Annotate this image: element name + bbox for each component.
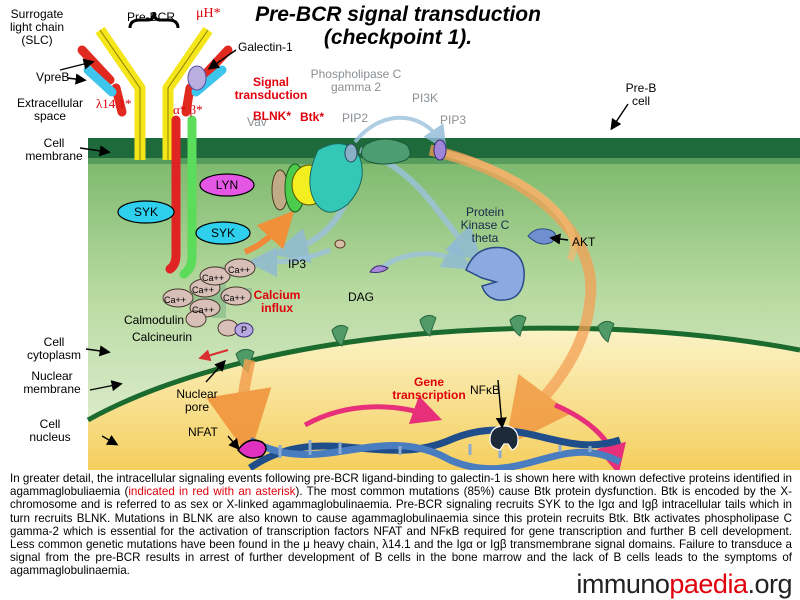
ig-alpha-beta xyxy=(165,115,197,279)
caption-part-2: ). The most common mutations (85%) cause… xyxy=(10,485,792,578)
nuclear-pores xyxy=(235,314,615,373)
calcium-cluster xyxy=(162,258,256,338)
label-galectin: Galectin-1 xyxy=(238,40,293,54)
diagram-canvas xyxy=(59,11,800,475)
label-calmodulin: Calmodulin xyxy=(124,313,185,327)
lyn-shape xyxy=(199,173,255,197)
label-ca-2: Ca++ xyxy=(192,285,215,295)
lambda-segment xyxy=(111,83,127,117)
label-nuclear-pore: Nuclear pore xyxy=(176,387,218,414)
label-akt: AKT xyxy=(572,235,596,249)
lyn-syk-group xyxy=(117,173,255,245)
title-line-2: (checkpoint 1). xyxy=(323,26,473,49)
label-ca-4: Ca++ xyxy=(223,293,246,303)
cell-membrane-shadow xyxy=(88,158,800,164)
caption-part-1: In greater detail, the intracellular sig… xyxy=(10,472,792,499)
caption-highlight: indicated in red with an asterisk xyxy=(128,485,296,499)
label-blnk: BLNK* xyxy=(253,109,291,123)
label-gene-transcription: Gene transcription xyxy=(392,375,466,402)
pkc-shape xyxy=(465,246,525,301)
caption: In greater detail, the intracellular sig… xyxy=(10,472,792,578)
label-calcium-influx: Calcium influx xyxy=(253,288,301,315)
label-cell-membrane: Cell membrane xyxy=(25,136,83,163)
transcription-arrow-1 xyxy=(303,395,443,428)
label-pip3: PIP3 xyxy=(440,113,467,127)
label-ca-3: Ca++ xyxy=(192,305,215,315)
diagram-title: Pre-BCR signal transduction (checkpoint … xyxy=(228,3,568,49)
label-syk-2: SYK xyxy=(210,226,235,240)
pre-bcr-receptor xyxy=(77,11,233,160)
label-plc: Phospholipase C gamma 2 xyxy=(310,67,402,94)
galectin-1-shape xyxy=(187,65,207,91)
label-cell-cytoplasm: Cell cytoplasm xyxy=(26,335,82,362)
label-ca-6: Ca++ xyxy=(228,265,251,275)
label-preb-cell: Pre-B cell xyxy=(625,81,657,108)
nfat-shape xyxy=(237,439,267,459)
immunopaedia-logo: immunopaedia.org xyxy=(576,569,792,600)
pointer-lines xyxy=(59,49,629,451)
label-calcineurin: Calcineurin xyxy=(132,330,193,344)
signal-arrow-pip2-pip3 xyxy=(353,115,447,150)
signal-arrow-akt xyxy=(439,148,577,262)
label-slc: Surrogate light chain (SLC) xyxy=(9,7,65,47)
label-nfkb: NFκB xyxy=(470,383,500,397)
label-pi3k: PI3K xyxy=(412,91,439,105)
label-p: P xyxy=(241,325,248,335)
signal-arrow-nfat xyxy=(206,358,272,458)
label-syk-1: SYK xyxy=(133,205,158,219)
label-cell-nucleus: Cell nucleus xyxy=(29,417,71,444)
label-btk: Btk* xyxy=(300,110,325,124)
pi3k-shape xyxy=(361,138,411,165)
vpreb-segment xyxy=(83,65,117,97)
pre-bcr-brace xyxy=(128,11,180,29)
label-ip3: IP3 xyxy=(288,257,307,271)
label-nfat: NFAT xyxy=(188,425,218,439)
diagram: Pre-BCR signal transduction (checkpoint … xyxy=(9,3,800,475)
syk-shape-1 xyxy=(117,200,175,224)
signalosome xyxy=(271,143,363,213)
signal-arrow-ip3-ca xyxy=(247,246,331,277)
pip3-shape xyxy=(433,139,447,161)
ip3-shape xyxy=(334,239,346,249)
logo-right: .org xyxy=(747,569,792,599)
label-extracellular: Extracellular space xyxy=(16,96,84,123)
dag-shape xyxy=(369,265,389,273)
label-nuclear-membrane: Nuclear membrane xyxy=(23,369,81,396)
label-vav: Vav xyxy=(247,115,267,129)
signal-arrow-syk-btk xyxy=(243,210,295,255)
label-pip2: PIP2 xyxy=(342,111,369,125)
label-pkc: Protein Kinase C theta xyxy=(460,205,510,245)
label-pre-bcr: Pre-BCR xyxy=(127,10,176,24)
signal-arrow-dag xyxy=(378,241,473,272)
label-lyn: LYN xyxy=(215,178,239,192)
logo-mid: paedia xyxy=(669,569,748,599)
label-vpreb: VpreB xyxy=(36,70,70,84)
slc-red-segment xyxy=(77,45,115,85)
label-alpha-beta: α* β* xyxy=(173,102,203,117)
dna-helix xyxy=(248,426,622,473)
transcription-arrow-2 xyxy=(554,402,626,475)
label-ca-5: Ca++ xyxy=(202,273,225,283)
syk-shape-2 xyxy=(195,221,251,245)
title-line-1: Pre-BCR signal transduction xyxy=(255,3,541,26)
nuclear-membrane xyxy=(86,325,800,423)
calcineurin-arrow xyxy=(198,349,229,362)
label-ca-1: Ca++ xyxy=(164,295,187,305)
logo-left: immuno xyxy=(576,569,670,599)
label-lambda: λ14.1* xyxy=(96,96,132,111)
label-mu-h: μH* xyxy=(196,6,221,21)
label-signal-transduction: Signal transduction xyxy=(234,75,308,102)
label-dag: DAG xyxy=(348,290,375,304)
